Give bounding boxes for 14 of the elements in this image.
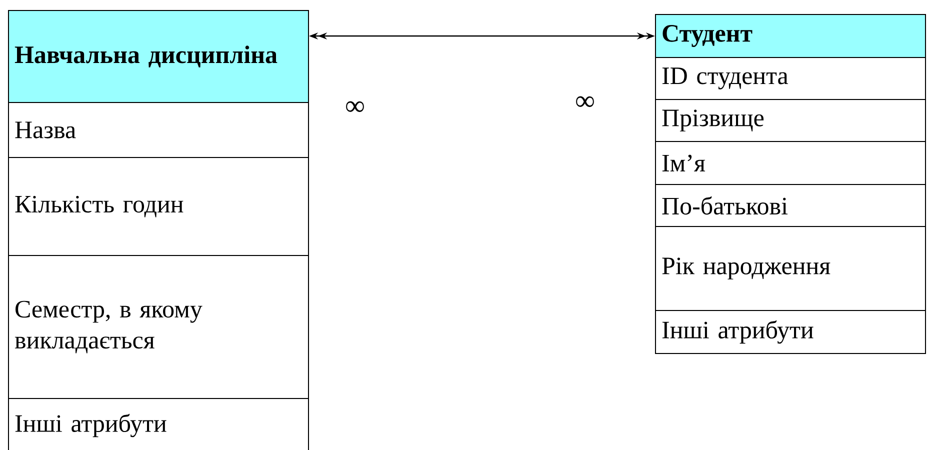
table-row: Прізвище	[655, 99, 926, 142]
table-heading: Навчальна дисципліна	[8, 10, 309, 103]
table-row: По-батькові	[655, 184, 926, 227]
table-row: Семестр, в якому викладається	[8, 255, 309, 399]
table-row: Інші атрибути	[8, 398, 309, 450]
multiplicity-label: ∞	[346, 101, 364, 112]
table-row: Кількість годин	[8, 157, 309, 256]
multiplicity-label: ∞	[576, 96, 594, 107]
table-row: Назва	[8, 102, 309, 158]
table-row: Ім’я	[655, 141, 926, 185]
table-row: Рік народження	[655, 226, 926, 311]
table-row: ID студента	[655, 57, 926, 100]
table-row: Інші атрибути	[655, 310, 926, 354]
table-heading: Студент	[655, 14, 926, 58]
